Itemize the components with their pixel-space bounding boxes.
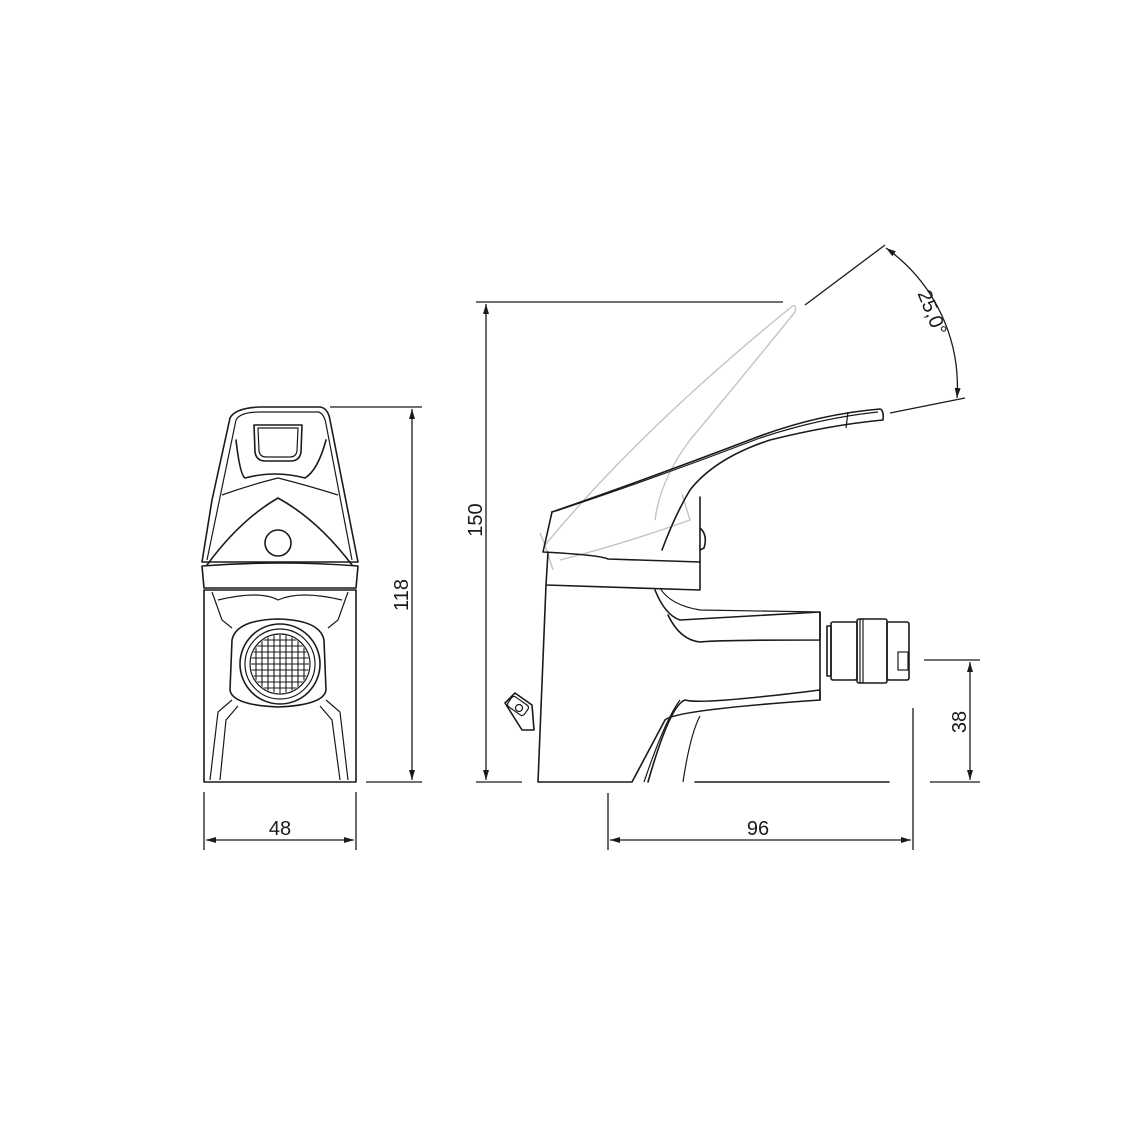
raised-lever-ghost xyxy=(539,305,797,561)
outlet-height-dimension: 38 xyxy=(924,659,980,783)
total-height-dimension: 150 xyxy=(465,301,783,783)
front-handle-outline xyxy=(201,406,359,563)
front-handle-window xyxy=(253,424,303,462)
outlet-height-label: 38 xyxy=(949,711,971,733)
total-height-label: 150 xyxy=(465,503,487,536)
front-body-outline xyxy=(203,589,357,783)
lever-angle-label: 25,0° xyxy=(913,287,951,339)
depth-label: 96 xyxy=(747,818,769,840)
front-width-dimension: 48 xyxy=(203,792,357,850)
lever-outline xyxy=(551,408,884,551)
side-view xyxy=(504,305,910,783)
bidet-outlet-nozzle xyxy=(826,618,910,684)
lever-angle-dimension: 25,0° xyxy=(804,244,966,414)
depth-dimension: 96 xyxy=(607,708,914,850)
front-handle-inner-left xyxy=(206,419,237,561)
front-handle-inner xyxy=(235,411,353,561)
front-width-label: 48 xyxy=(269,818,291,840)
aerator-mesh xyxy=(251,635,309,693)
front-height-label: 118 xyxy=(391,579,413,611)
diverter-knob xyxy=(504,692,535,731)
front-height-dimension: 118 xyxy=(330,406,422,783)
front-knob-circle xyxy=(264,529,292,557)
front-view xyxy=(201,406,359,783)
front-aerator-frame xyxy=(229,618,327,708)
front-chevron xyxy=(206,497,353,566)
front-aerator-ring xyxy=(239,623,321,705)
